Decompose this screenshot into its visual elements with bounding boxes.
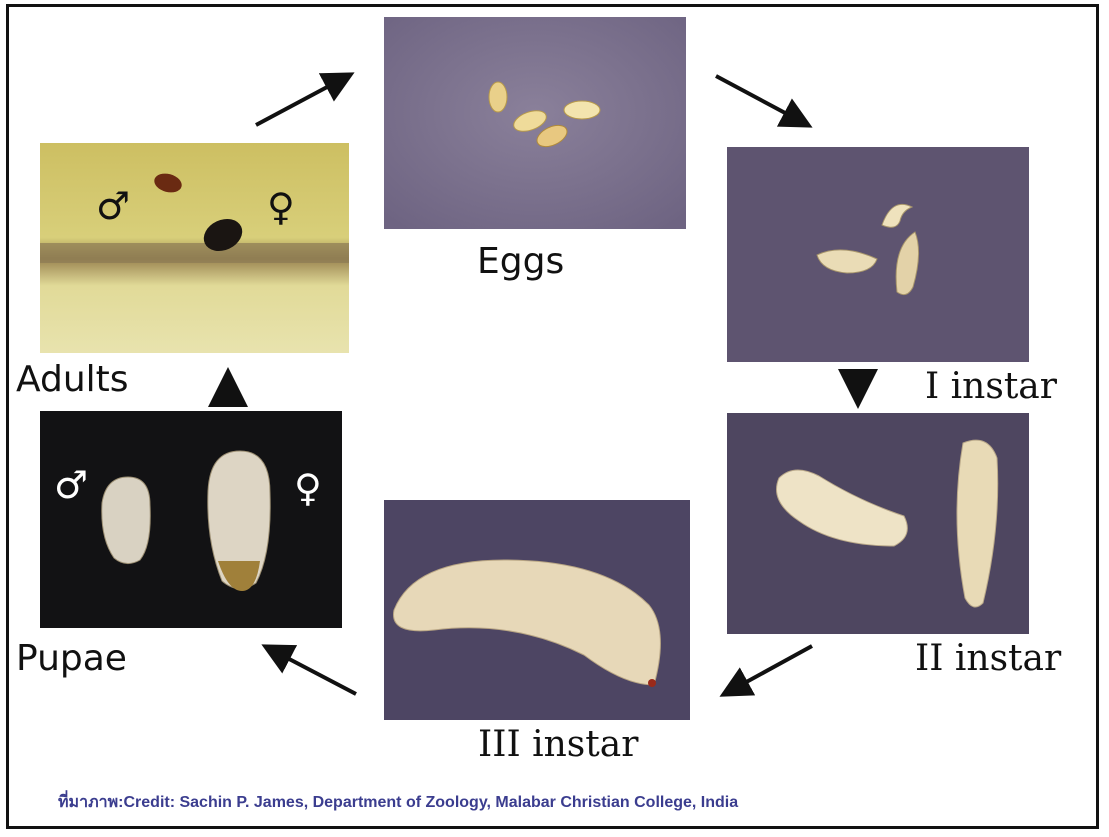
adults-label: Adults — [16, 362, 129, 398]
eggs-photo — [384, 17, 686, 229]
pupae-female-symbol: ♀ — [294, 469, 322, 507]
instar3-label: III instar — [478, 727, 638, 763]
adults-male-symbol: ♂ — [96, 187, 130, 225]
instar2-label: II instar — [915, 641, 1061, 677]
adults-photo — [40, 143, 349, 353]
instar2-photo — [727, 413, 1029, 634]
instar1-photo — [727, 147, 1029, 362]
eggs-label: Eggs — [477, 244, 564, 280]
instar3-photo — [384, 500, 690, 720]
pupae-label: Pupae — [16, 641, 127, 677]
pupae-male-symbol: ♂ — [54, 466, 88, 504]
image-credit: ที่มาภาพ:Credit: Sachin P. James, Depart… — [58, 790, 738, 815]
instar1-label: I instar — [925, 369, 1057, 405]
pupae-photo — [40, 411, 342, 628]
adults-female-symbol: ♀ — [267, 188, 295, 226]
